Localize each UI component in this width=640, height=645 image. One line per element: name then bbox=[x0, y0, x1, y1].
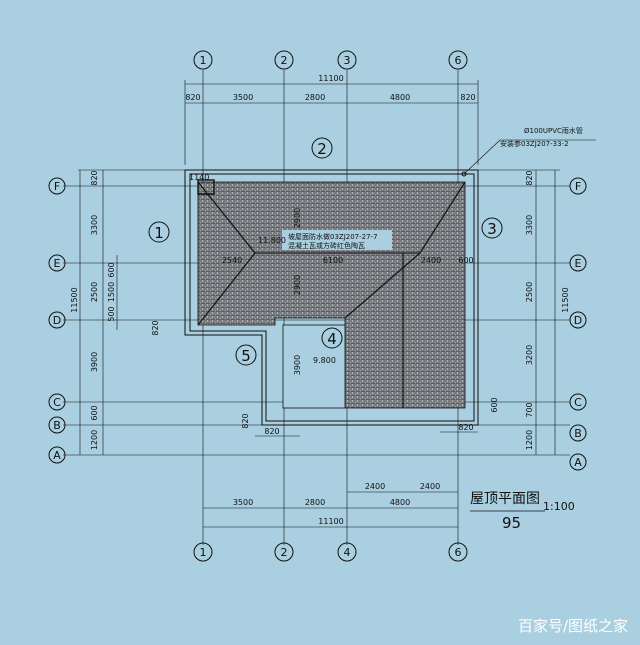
top-dim-1: 820 bbox=[185, 93, 200, 102]
elevation-top: 11.800 bbox=[258, 236, 286, 245]
roof-dim-5: 2400 bbox=[421, 256, 441, 265]
axis-F-left: F bbox=[54, 180, 60, 193]
corner-dim: 1140 bbox=[189, 173, 209, 182]
note-roof-1: 坡屋面防水做03ZJ207-27-7 bbox=[288, 232, 378, 241]
note-rain-pipe: Ø100UPVC雨水管 bbox=[524, 126, 583, 135]
right-dim-2: 3300 bbox=[525, 215, 534, 235]
roof-dim-11: 600 bbox=[458, 256, 473, 265]
right-dim-5: 700 bbox=[525, 402, 534, 417]
right-dim-4: 3200 bbox=[525, 345, 534, 365]
axis-4-bottom: 4 bbox=[344, 546, 351, 559]
roof-dim-2: 2900 bbox=[293, 275, 302, 295]
roof-dim-7: 820 bbox=[151, 320, 160, 335]
elevation-lower: 9.800 bbox=[313, 356, 336, 365]
callout-3: 3 bbox=[487, 220, 497, 238]
watermark-text: 百家号/图纸之家 bbox=[518, 617, 628, 635]
right-dim-7: 1200 bbox=[525, 430, 534, 450]
right-dim-6: 600 bbox=[490, 397, 499, 412]
bottom-dim-2: 2800 bbox=[305, 498, 325, 507]
downpipe-box bbox=[197, 179, 215, 195]
note-bg bbox=[282, 230, 392, 250]
roof-dim-1: 2900 bbox=[293, 208, 302, 228]
left-inner-2: 1500 bbox=[107, 282, 116, 302]
right-dimension-lines bbox=[478, 169, 560, 455]
axis-F-right: F bbox=[575, 180, 581, 193]
top-dim-2: 3500 bbox=[233, 93, 253, 102]
axis-D-left: D bbox=[53, 314, 61, 327]
axis-A-right: A bbox=[574, 456, 582, 469]
roof-dim-9: 820 bbox=[264, 427, 279, 436]
axis-D-right: D bbox=[574, 314, 582, 327]
section-callouts: 1 2 3 4 5 bbox=[148, 137, 503, 366]
left-inner-1: 600 bbox=[107, 262, 116, 277]
drawing-scale: 1:100 bbox=[543, 500, 575, 513]
roof-dim-6: 3900 bbox=[293, 355, 302, 375]
callout-2: 2 bbox=[317, 140, 327, 158]
roof-dim-8: 820 bbox=[241, 413, 250, 428]
callout-5: 5 bbox=[241, 347, 251, 365]
top-dim-5: 820 bbox=[460, 93, 475, 102]
right-dim-3: 2500 bbox=[525, 282, 534, 302]
grid-bubbles-right: F E D C B A bbox=[569, 177, 587, 471]
top-dimension-lines bbox=[184, 80, 479, 165]
bottom-dim-1: 3500 bbox=[233, 498, 253, 507]
left-dim-5: 600 bbox=[90, 405, 99, 420]
axis-6-top: 6 bbox=[455, 54, 462, 67]
note-install: 安装参03ZJ207-33-2 bbox=[500, 139, 569, 148]
axis-3-top: 3 bbox=[344, 54, 351, 67]
axis-B-right: B bbox=[574, 427, 582, 440]
callout-1: 1 bbox=[154, 224, 164, 242]
bottom-sub-1: 2400 bbox=[365, 482, 385, 491]
left-dimension-lines bbox=[78, 169, 185, 455]
bottom-sub-2: 2400 bbox=[420, 482, 440, 491]
axis-A-left: A bbox=[53, 449, 61, 462]
grid-bubbles-left: F E D C B A bbox=[48, 177, 66, 464]
right-total-dim: 11500 bbox=[561, 287, 570, 312]
page-number: 95 bbox=[502, 514, 521, 532]
left-dim-1: 820 bbox=[90, 170, 99, 185]
axis-E-left: E bbox=[54, 257, 61, 270]
left-dim-4: 3900 bbox=[90, 352, 99, 372]
top-dim-3: 2800 bbox=[305, 93, 325, 102]
left-total-dim: 11500 bbox=[70, 287, 79, 312]
bottom-dim-3: 4800 bbox=[390, 498, 410, 507]
axis-1-bottom: 1 bbox=[200, 546, 207, 559]
left-dim-3: 2500 bbox=[90, 282, 99, 302]
drawing-title: 屋顶平面图 bbox=[470, 491, 540, 507]
rain-pipe-point bbox=[461, 171, 467, 177]
roof-surface bbox=[197, 181, 466, 409]
left-inner-3: 500 bbox=[107, 306, 116, 321]
axis-E-right: E bbox=[575, 257, 582, 270]
note-roof-2: 混凝土瓦或方砖红色陶瓦 bbox=[288, 241, 365, 250]
bottom-total-dim: 11100 bbox=[318, 517, 343, 526]
axis-C-left: C bbox=[53, 396, 61, 409]
roof-dim-3: 2540 bbox=[222, 256, 242, 265]
roof-dim-10: 820 bbox=[458, 423, 473, 432]
bottom-dimension-lines bbox=[203, 431, 478, 528]
right-dim-1: 820 bbox=[525, 170, 534, 185]
axis-2-top: 2 bbox=[281, 54, 288, 67]
top-dim-4: 4800 bbox=[390, 93, 410, 102]
callout-4: 4 bbox=[327, 330, 337, 348]
axis-C-right: C bbox=[574, 396, 582, 409]
axis-B-left: B bbox=[53, 419, 61, 432]
left-dim-2: 3300 bbox=[90, 215, 99, 235]
left-dim-6: 1200 bbox=[90, 430, 99, 450]
grid-bubbles-bottom: 1 2 4 6 bbox=[193, 542, 468, 562]
grid-bubbles-top: 1 2 3 6 bbox=[193, 50, 468, 70]
axis-6-bottom: 6 bbox=[455, 546, 462, 559]
axis-1-top: 1 bbox=[200, 54, 207, 67]
roof-dim-4: 6100 bbox=[323, 256, 343, 265]
axis-2-bottom: 2 bbox=[281, 546, 288, 559]
top-total-dim: 11100 bbox=[318, 74, 343, 83]
